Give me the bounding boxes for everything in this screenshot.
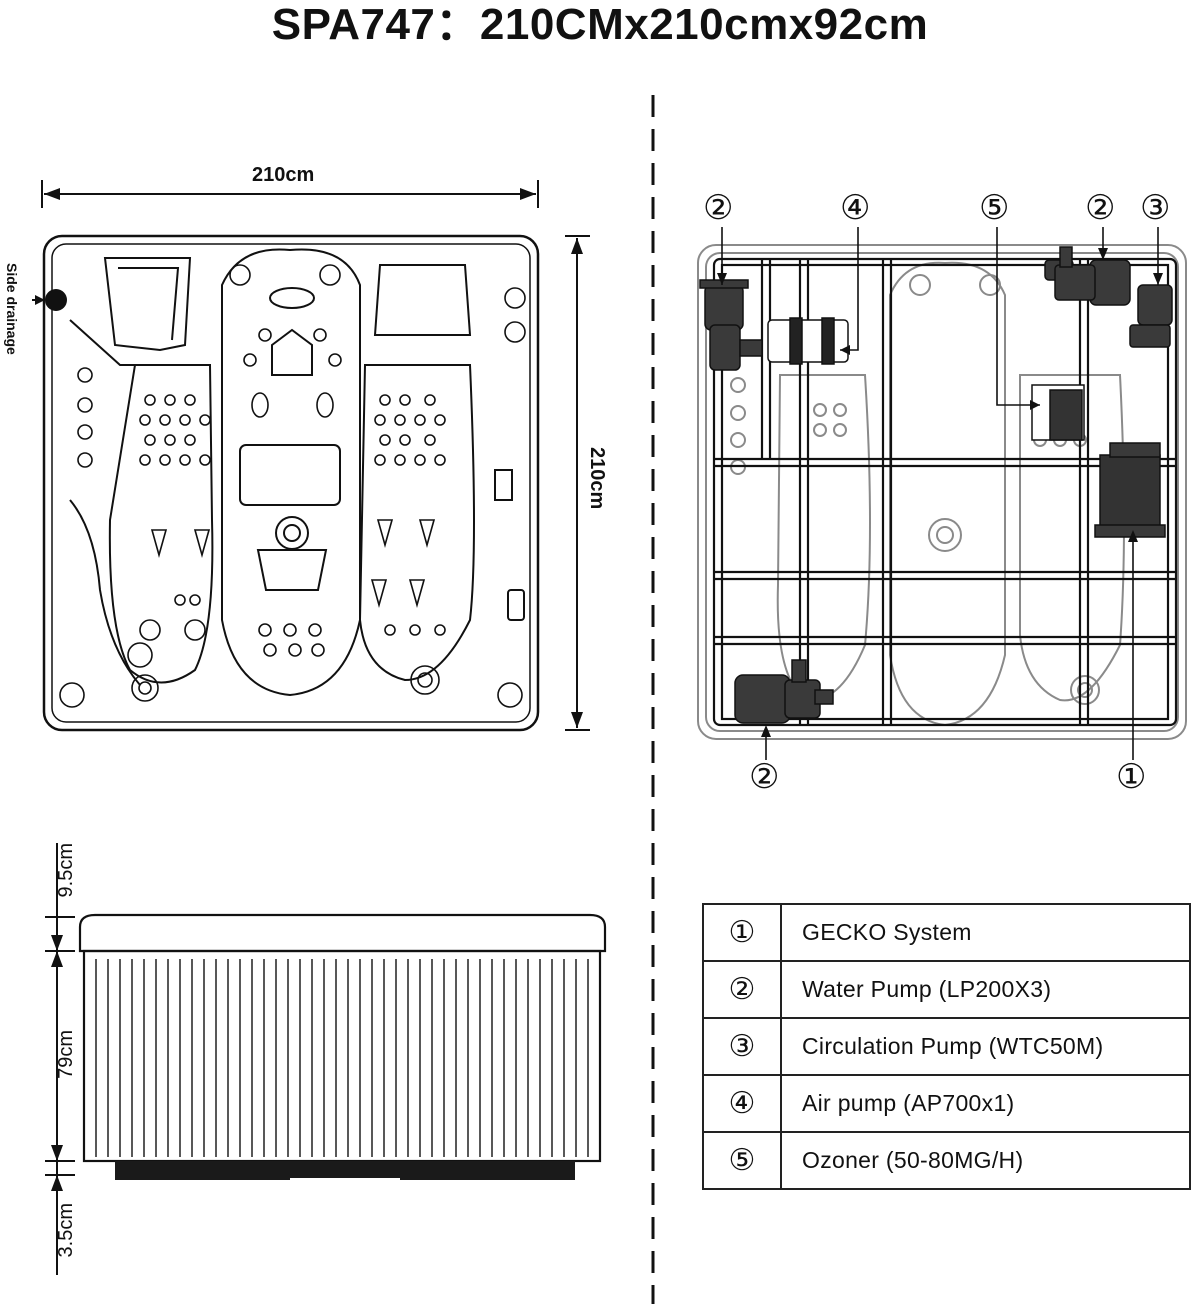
width-dimension [41, 180, 539, 208]
footwell [221, 248, 361, 697]
spa-shell-outline [42, 234, 540, 732]
legend-number: ① [702, 903, 782, 962]
jets-pattern [59, 264, 526, 708]
width-label: 210cm [252, 164, 315, 186]
callout-air-pump: ④ [840, 189, 871, 227]
center-divider [651, 95, 655, 1304]
captain-seat [358, 264, 525, 682]
dim-lip-label: 9.5cm [55, 843, 77, 898]
legend-text: GECKO System [780, 903, 1191, 962]
side-drainage-label: Side drainage [4, 263, 20, 355]
equipment-components [699, 246, 1173, 724]
support-frame [712, 257, 1178, 727]
legend-number: ② [702, 960, 782, 1019]
table-row: ② Water Pump (LP200X3) [702, 960, 1191, 1019]
legend-text: Ozoner (50-80MG/H) [780, 1131, 1191, 1190]
lounger-seat [69, 257, 214, 686]
side-drainage-dot [45, 289, 67, 311]
callout-circulation-pump: ③ [1140, 189, 1171, 227]
depth-label: 210cm [586, 447, 608, 510]
cabinet-panels [95, 959, 589, 1157]
equipment-layout-drawing [697, 227, 1187, 760]
legend-text: Air pump (AP700x1) [780, 1074, 1191, 1133]
table-row: ③ Circulation Pump (WTC50M) [702, 1017, 1191, 1076]
spa-lip [78, 913, 607, 953]
legend-number: ⑤ [702, 1131, 782, 1190]
equipment-legend-table: ① GECKO System ② Water Pump (LP200X3) ③ … [702, 903, 1191, 1190]
callout-water-pump-top-right: ② [1085, 189, 1116, 227]
dim-base-label: 3.5cm [55, 1203, 77, 1258]
base-skid [115, 1161, 575, 1180]
legend-text: Water Pump (LP200X3) [780, 960, 1191, 1019]
callout-water-pump-top-left: ② [703, 189, 734, 227]
table-row: ④ Air pump (AP700x1) [702, 1074, 1191, 1133]
legend-text: Circulation Pump (WTC50M) [780, 1017, 1191, 1076]
legend-number: ④ [702, 1074, 782, 1133]
side-view-drawing [45, 843, 607, 1275]
table-row: ⑤ Ozoner (50-80MG/H) [702, 1131, 1191, 1190]
page-title: SPA747：210CMx210cmx92cm [271, 0, 929, 49]
dim-cabinet-label: 79cm [55, 1030, 77, 1079]
depth-dimension [565, 235, 590, 731]
top-view-drawing [32, 180, 590, 732]
callout-gecko-system: ① [1116, 758, 1147, 796]
callout-ozoner: ⑤ [979, 189, 1010, 227]
callout-water-pump-bottom: ② [749, 758, 780, 796]
height-dimensions [45, 843, 75, 1275]
cabinet [82, 949, 602, 1163]
table-row: ① GECKO System [702, 903, 1191, 962]
callout-arrowheads [717, 248, 1163, 737]
legend-number: ③ [702, 1017, 782, 1076]
